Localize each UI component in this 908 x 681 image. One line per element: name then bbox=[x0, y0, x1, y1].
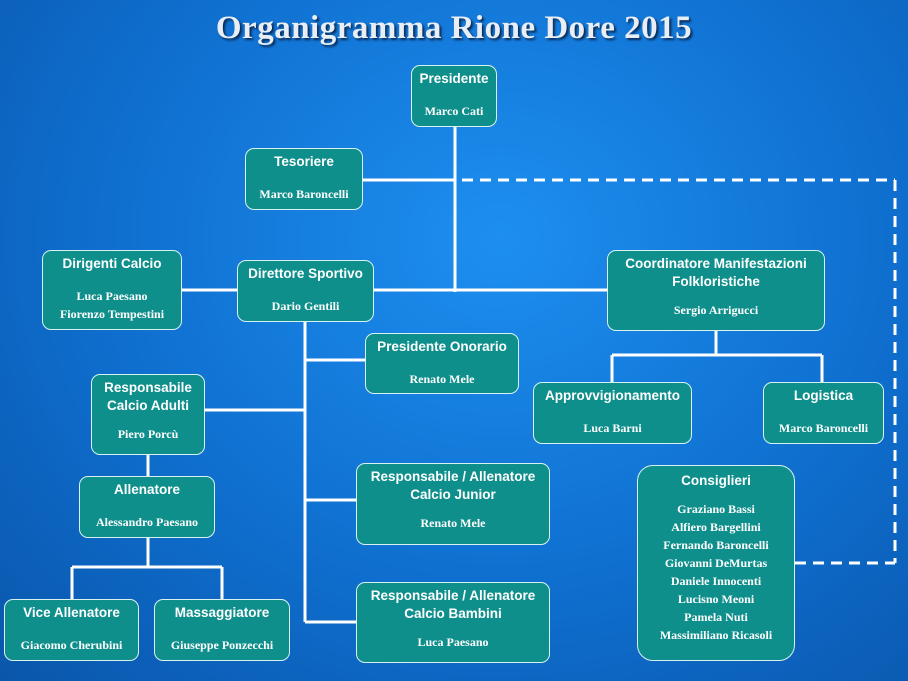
node-person: Giuseppe Ponzecchi bbox=[170, 638, 274, 652]
node-role: Allenatore bbox=[113, 482, 181, 497]
node-person: Renato Mele bbox=[420, 516, 486, 530]
node-role: Responsabile Calcio Adulti bbox=[104, 380, 192, 413]
node-massaggiatore: Massaggiatore Giuseppe Ponzecchi bbox=[154, 599, 290, 661]
node-role: Consiglieri bbox=[681, 473, 751, 488]
node-dirigenti-calcio: Dirigenti Calcio Luca Paesano Fiorenzo T… bbox=[42, 250, 182, 330]
node-person: Renato Mele bbox=[409, 372, 475, 386]
node-role: Logistica bbox=[793, 388, 854, 403]
node-logistica: Logistica Marco Baroncelli bbox=[763, 382, 884, 444]
node-consiglieri: Consiglieri Graziano Bassi Alfiero Barge… bbox=[637, 465, 795, 661]
node-role: Dirigenti Calcio bbox=[62, 256, 162, 271]
node-tesoriere: Tesoriere Marco Baroncelli bbox=[245, 148, 363, 210]
node-role: Direttore Sportivo bbox=[248, 266, 363, 281]
node-direttore-sportivo: Direttore Sportivo Dario Gentili bbox=[237, 260, 374, 322]
node-role: Approvvigionamento bbox=[544, 388, 680, 403]
node-person: Sergio Arrigucci bbox=[673, 303, 759, 317]
node-presidente-onorario: Presidente Onorario Renato Mele bbox=[365, 333, 519, 394]
node-responsabile-calcio-bambini: Responsabile / Allenatore Calcio Bambini… bbox=[356, 582, 550, 663]
node-person: Piero Porcù bbox=[117, 427, 179, 441]
node-person: Dario Gentili bbox=[271, 299, 340, 313]
node-responsabile-calcio-adulti: Responsabile Calcio Adulti Piero Porcù bbox=[91, 374, 205, 455]
node-role: Tesoriere bbox=[274, 154, 334, 169]
node-vice-allenatore: Vice Allenatore Giacomo Cherubini bbox=[4, 599, 139, 661]
node-person: Marco Cati bbox=[424, 104, 484, 118]
node-role: Presidente Onorario bbox=[377, 339, 507, 354]
node-people-list: Graziano Bassi Alfiero Bargellini Fernan… bbox=[659, 502, 773, 642]
node-responsabile-calcio-junior: Responsabile / Allenatore Calcio Junior … bbox=[356, 463, 550, 545]
node-person: Luca Paesano Fiorenzo Tempestini bbox=[59, 289, 165, 321]
node-person: Marco Baroncelli bbox=[259, 187, 349, 201]
node-role: Responsabile / Allenatore Calcio Bambini bbox=[370, 588, 536, 621]
node-person: Alessandro Paesano bbox=[95, 515, 199, 529]
node-person: Luca Paesano bbox=[417, 635, 489, 649]
node-role: Coordinatore Manifestazioni Folkloristic… bbox=[625, 256, 807, 289]
node-role: Massaggiatore bbox=[174, 605, 270, 620]
node-person: Luca Barni bbox=[583, 421, 642, 435]
node-presidente: Presidente Marco Cati bbox=[411, 65, 497, 127]
node-role: Presidente bbox=[419, 71, 489, 86]
node-person: Giacomo Cherubini bbox=[20, 638, 123, 652]
node-role: Vice Allenatore bbox=[23, 605, 120, 620]
node-allenatore: Allenatore Alessandro Paesano bbox=[79, 476, 215, 538]
node-approvvigionamento: Approvvigionamento Luca Barni bbox=[533, 382, 692, 444]
page-title: Organigramma Rione Dore 2015 bbox=[215, 10, 693, 46]
node-coordinatore: Coordinatore Manifestazioni Folkloristic… bbox=[607, 250, 825, 331]
node-role: Responsabile / Allenatore Calcio Junior bbox=[370, 469, 536, 502]
node-person: Marco Baroncelli bbox=[778, 421, 869, 435]
